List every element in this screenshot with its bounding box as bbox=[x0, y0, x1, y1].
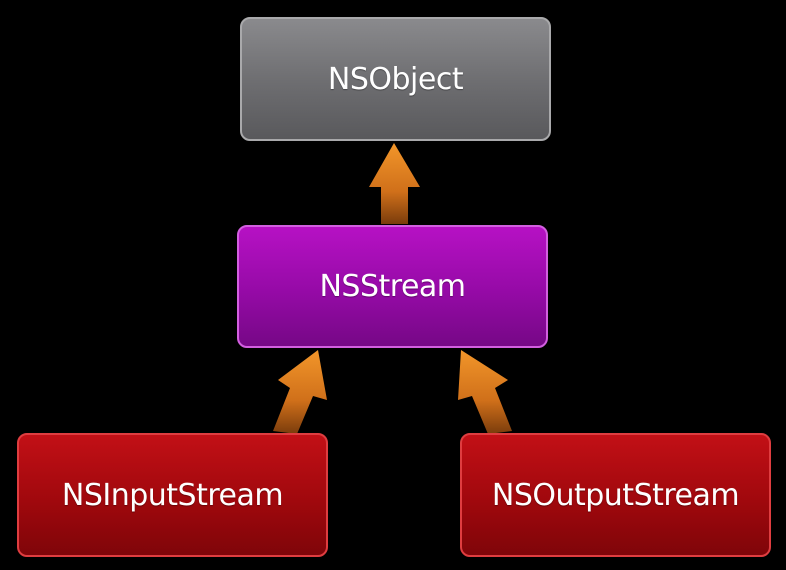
nsinputstream-node: NSInputStream bbox=[17, 433, 328, 557]
nsoutputstream-label: NSOutputStream bbox=[491, 477, 740, 513]
nsinputstream-label: NSInputStream bbox=[61, 477, 284, 513]
arrow-nsoutputstream-to-nsstream bbox=[458, 350, 512, 434]
nsstream-node: NSStream bbox=[237, 225, 548, 348]
arrow-nsinputstream-to-nsstream bbox=[273, 350, 327, 434]
nsobject-label: NSObject bbox=[327, 61, 464, 97]
nsobject-node: NSObject bbox=[240, 17, 551, 141]
arrow-nsstream-to-nsobject bbox=[369, 143, 420, 224]
nsoutputstream-node: NSOutputStream bbox=[460, 433, 771, 557]
nsstream-label: NSStream bbox=[319, 269, 466, 304]
